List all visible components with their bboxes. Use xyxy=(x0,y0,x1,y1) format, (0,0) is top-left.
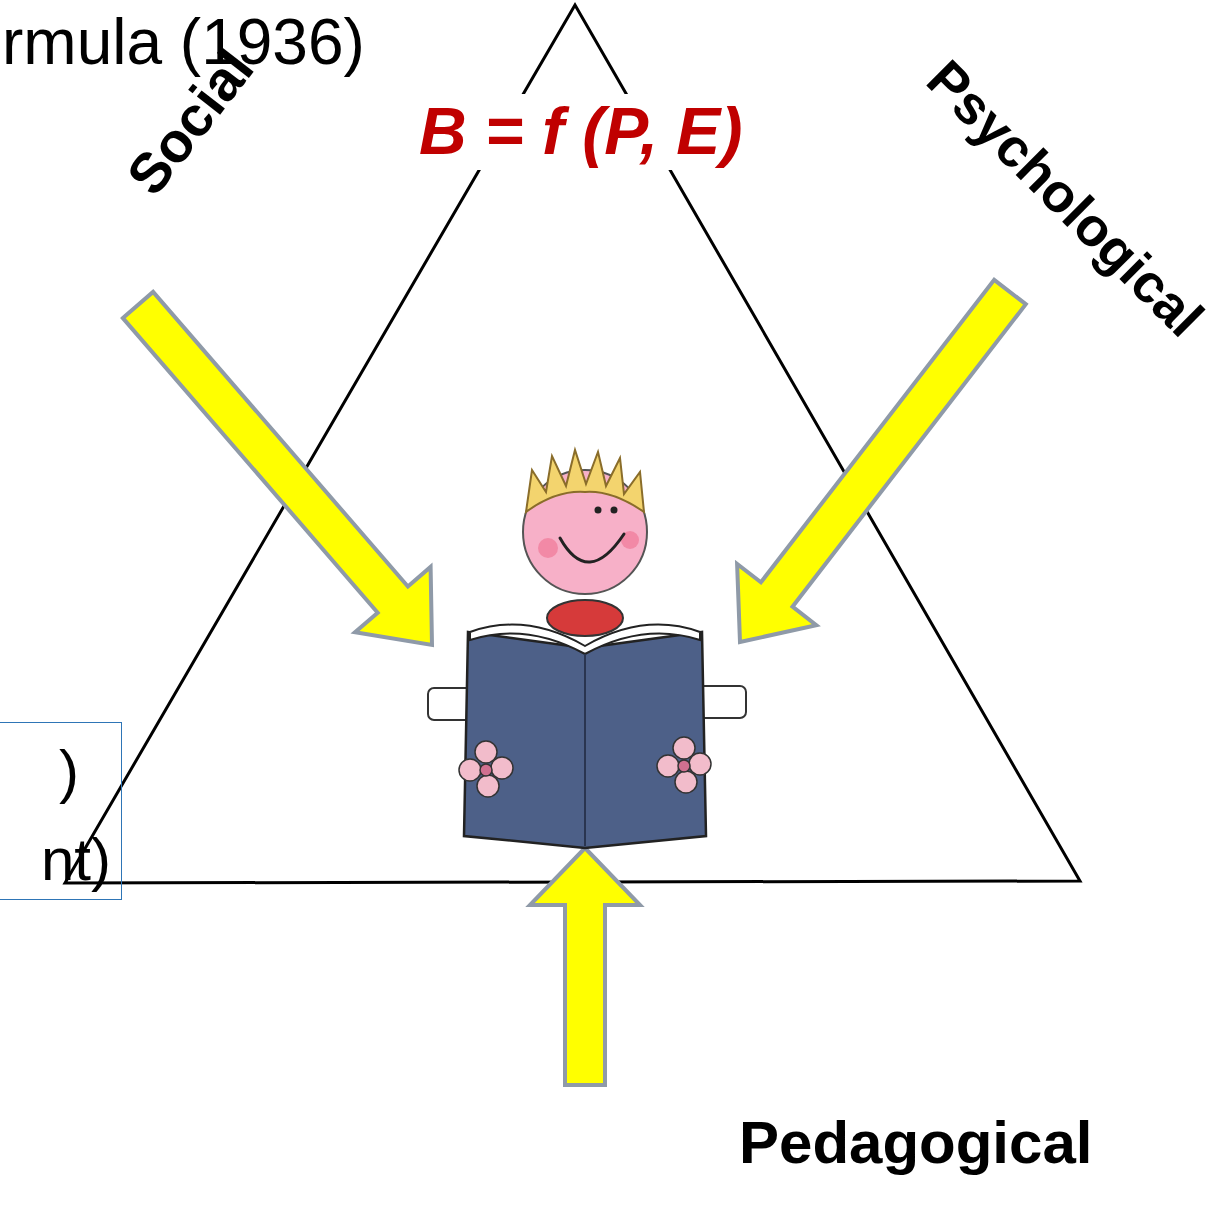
formula: B = f (P, E) xyxy=(411,94,750,170)
factor-label: Psychological xyxy=(915,48,1216,349)
book-cover xyxy=(464,632,706,848)
eye xyxy=(611,507,618,514)
box-text: ) xyxy=(59,737,79,806)
pedagogical-arrow xyxy=(530,848,640,1085)
child-reading xyxy=(428,450,746,848)
hair xyxy=(526,450,644,512)
cropped-box: ) nt) xyxy=(0,722,122,900)
factor-label: Pedagogical xyxy=(739,1108,1092,1177)
box-text: nt) xyxy=(41,825,111,894)
flower xyxy=(459,741,513,797)
social-arrow xyxy=(123,292,432,645)
triangle-outline xyxy=(65,5,1080,883)
shirt xyxy=(547,600,623,636)
book-spine xyxy=(584,654,586,846)
cropped-title: rmula (1936) xyxy=(2,6,365,80)
smile xyxy=(560,534,624,562)
flower xyxy=(657,737,711,793)
psychological-arrow xyxy=(737,280,1026,642)
book-pages xyxy=(470,625,700,654)
eye xyxy=(595,507,602,514)
cheek xyxy=(538,538,558,558)
